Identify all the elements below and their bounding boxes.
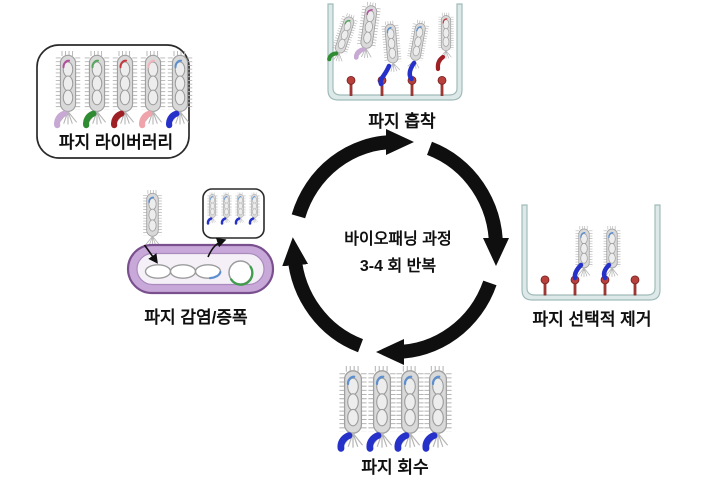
cycle-title-line2: 3-4 회 반복: [360, 256, 436, 275]
label-amplification: 파지 감염/증폭: [144, 308, 248, 327]
recovery-phages: 파지 회수: [341, 369, 449, 477]
label-recovery: 파지 회수: [361, 458, 429, 477]
cycle-arc-right-to-bottom-icon: [376, 280, 497, 365]
removal-well: 파지 선택적 제거: [521, 204, 661, 329]
cycle-arc-top-to-right-icon: [426, 141, 509, 266]
cycle-arc-bottom-to-left-icon: [282, 237, 364, 353]
adsorption-well: 파지 흡착: [327, 3, 463, 131]
phage-icon: [381, 20, 403, 75]
amplified-phage-box: [202, 188, 265, 239]
bound-tail-icon: [601, 262, 612, 281]
infection-cell: 파지 감염/증폭: [126, 188, 275, 327]
well-wall: [327, 3, 463, 101]
receptor-icon: [346, 76, 356, 96]
phage-library-box: 파지 라이버러리: [36, 44, 190, 159]
phage-icon: [398, 369, 421, 449]
bound-tail-icon: [572, 262, 584, 281]
phage-icon: [143, 190, 162, 249]
dna-chain: [169, 264, 197, 279]
label-adsorption: 파지 흡착: [368, 111, 436, 131]
phage-icon: [341, 369, 364, 449]
injection-arrow-icon: [143, 244, 158, 264]
phage-icon: [405, 19, 430, 72]
label-removal: 파지 선택적 제거: [533, 310, 652, 329]
phage-icon: [438, 12, 454, 61]
bound-tail-icon: [407, 60, 417, 82]
bound-tail-icon: [378, 63, 392, 87]
phage-icon: [356, 3, 379, 59]
receptor-icon: [630, 275, 640, 296]
cycle-title-line1: 바이오패닝 과정: [344, 229, 452, 248]
receptor-icon: [437, 76, 447, 96]
label-library: 파지 라이버러리: [59, 133, 173, 152]
dna-chain: [144, 264, 172, 279]
phage-icon: [370, 369, 393, 449]
plasmid-insert-icon: [229, 265, 254, 286]
receptor-icon: [540, 275, 550, 296]
phage-icon: [426, 369, 449, 449]
cycle-arrows: 바이오패닝 과정 3-4 회 반복: [282, 129, 509, 365]
released-tail-icon: [435, 54, 446, 72]
amplification-arrow-icon: [207, 237, 227, 258]
cycle-arc-left-to-top-icon: [291, 129, 414, 219]
dna-insert-icon: [208, 271, 222, 280]
well-wall: [521, 204, 661, 301]
